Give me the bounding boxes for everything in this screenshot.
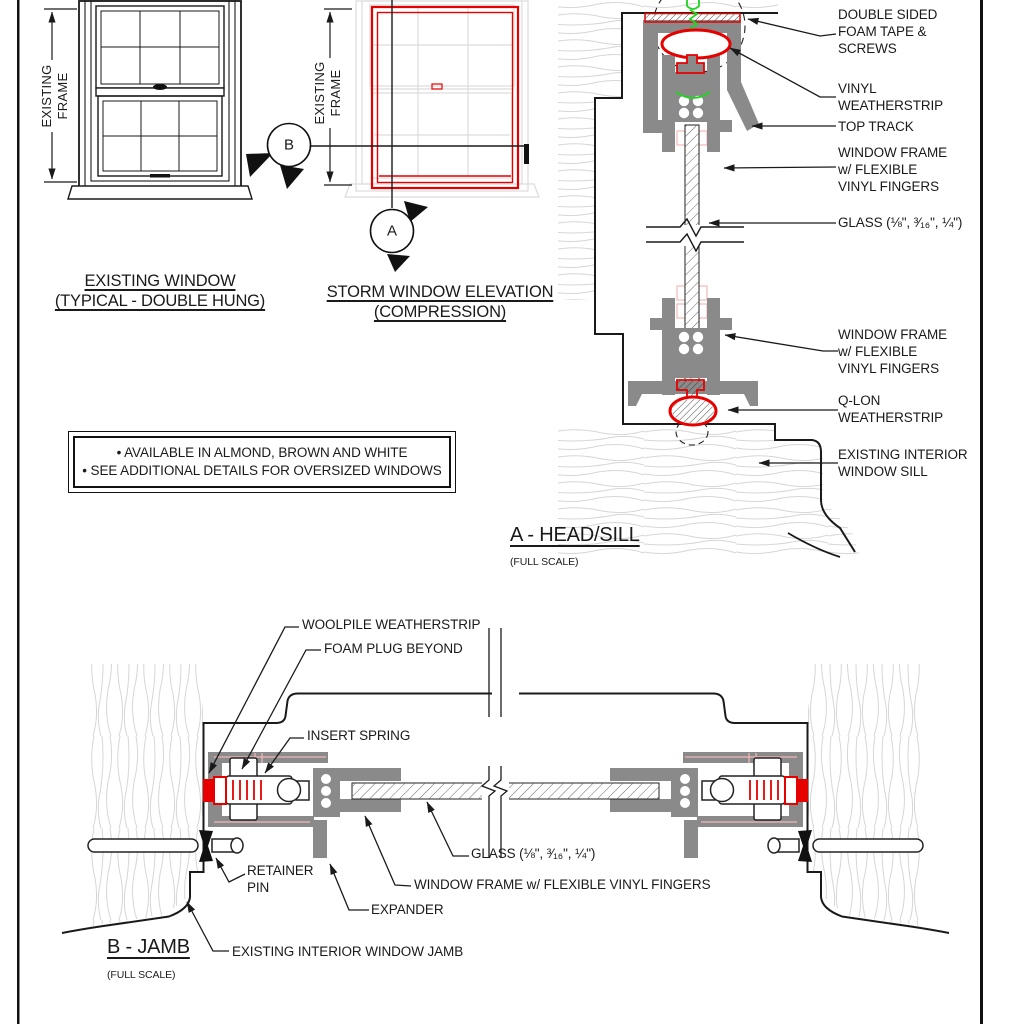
label-vinyl-weatherstrip: VINYL WEATHERSTRIP — [838, 81, 944, 113]
label-qlon: Q-LON WEATHERSTRIP — [838, 393, 944, 425]
label-glass-head: GLASS (⅛", ³⁄₁₆", ¼") — [838, 215, 963, 230]
label-retainer-pin: RETAINER PIN — [247, 863, 314, 895]
label-foam-plug: FOAM PLUG BEYOND — [324, 641, 463, 656]
jamb-drawing — [61, 626, 950, 952]
head-sill-scale: (FULL SCALE) — [510, 556, 579, 568]
notes-box: • AVAILABLE IN ALMOND, BROWN AND WHITE •… — [68, 431, 456, 493]
label-window-frame-top: WINDOW FRAME w/ FLEXIBLE VINYL FINGERS — [838, 145, 948, 194]
vinyl-weatherstrip-bulb — [660, 28, 732, 60]
label-foam-tape: DOUBLE SIDED FOAM TAPE & SCREWS — [838, 7, 938, 56]
section-marker-a: A — [387, 223, 397, 240]
label-woolpile: WOOLPILE WEATHERSTRIP — [302, 617, 481, 632]
existing-window-beyond — [344, 0, 540, 198]
glass-vertical — [684, 124, 700, 391]
note-item: • AVAILABLE IN ALMOND, BROWN AND WHITE — [116, 445, 408, 460]
head-sill-title: A - HEAD/SILL — [510, 524, 640, 546]
head-sill-leaders — [708, 17, 838, 467]
label-glass-jamb: GLASS (⅛", ³⁄₁₆", ¼") — [471, 846, 596, 861]
jamb-leaders — [186, 626, 469, 952]
storm-window-drawing: B A — [246, 0, 540, 272]
existing-frame-dimension-label: EXISTING FRAME — [39, 64, 70, 128]
sheet-border-right — [980, 0, 983, 1024]
section-markers: B A — [246, 0, 529, 272]
existing-window-title: EXISTING WINDOW (TYPICAL - DOUBLE HUNG) — [54, 272, 266, 310]
break-lines — [480, 628, 509, 858]
head-sill-drawing — [558, 0, 860, 558]
label-top-track: TOP TRACK — [838, 119, 914, 134]
label-existing-sill: EXISTING INTERIOR WINDOW SILL — [838, 447, 968, 479]
note-item: • SEE ADDITIONAL DETAILS FOR OVERSIZED W… — [82, 463, 442, 478]
label-expander: EXPANDER — [371, 902, 444, 917]
label-existing-jamb: EXISTING INTERIOR WINDOW JAMB — [232, 944, 464, 959]
storm-window-title: STORM WINDOW ELEVATION (COMPRESSION) — [326, 283, 554, 321]
sheet-border-left — [17, 0, 20, 1024]
section-marker-b: B — [284, 137, 294, 154]
storm-frame — [370, 5, 520, 190]
jamb-title: B - JAMB — [107, 936, 190, 958]
existing-window-drawing — [44, 0, 253, 200]
label-window-frame-jamb: WINDOW FRAME w/ FLEXIBLE VINYL FINGERS — [414, 877, 711, 892]
label-window-frame-bottom: WINDOW FRAME w/ FLEXIBLE VINYL FINGERS — [838, 327, 948, 376]
jamb-scale: (FULL SCALE) — [107, 969, 176, 981]
existing-frame-dimension-label-storm: EXISTING FRAME — [312, 61, 343, 125]
label-insert-spring: INSERT SPRING — [307, 728, 411, 743]
notes-box-inner: • AVAILABLE IN ALMOND, BROWN AND WHITE •… — [73, 436, 451, 488]
